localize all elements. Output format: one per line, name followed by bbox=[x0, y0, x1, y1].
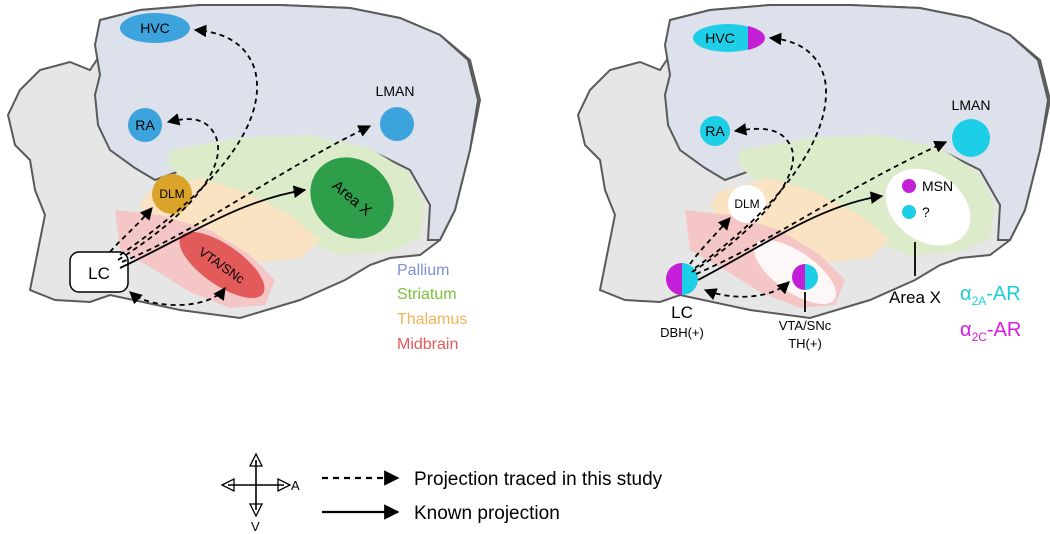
left-proj-lc-areax bbox=[119, 185, 307, 269]
right-lc-sub-label: DBH(+) bbox=[660, 325, 704, 340]
left-lc-label: LC bbox=[88, 264, 110, 283]
left-hvc-node bbox=[120, 13, 190, 43]
solid-key-label: Known projection bbox=[414, 503, 560, 524]
legend-striatum: Striatum bbox=[397, 286, 457, 303]
legend-thalamus: Thalamus bbox=[397, 311, 467, 328]
right-hvc-label: HVC bbox=[705, 30, 735, 46]
right-hvc-node bbox=[693, 24, 765, 52]
left-lman-label: LMAN bbox=[376, 83, 415, 99]
orientation-compass: A V bbox=[220, 452, 300, 534]
receptor-legend: α2A-AR α2C-AR bbox=[960, 283, 1021, 344]
right-ra-node bbox=[700, 116, 730, 146]
left-proj-lc-ra bbox=[117, 113, 220, 261]
left-hvc-label: HVC bbox=[140, 20, 170, 36]
right-vta-label: VTA/SNc bbox=[779, 318, 832, 333]
right-dlm-label: DLM bbox=[734, 197, 759, 211]
alpha2a-label: α2A-AR bbox=[960, 283, 1021, 308]
left-ra-label: RA bbox=[135, 117, 155, 133]
right-lman-node bbox=[952, 119, 990, 157]
right-vta-sub-label: TH(+) bbox=[788, 336, 822, 351]
left-dlm-node bbox=[152, 174, 192, 214]
right-brain-diagram: HVC RA LMAN DLM MSN ? Area X LC DBH(+) V… bbox=[576, 4, 1050, 351]
left-brain-diagram: HVC RA LMAN DLM Area X VTA/SNc LC Palliu… bbox=[6, 4, 482, 353]
left-vta-node bbox=[179, 231, 265, 299]
left-dlm-label: DLM bbox=[159, 187, 184, 201]
right-lc-node bbox=[666, 263, 698, 295]
projection-key: Projection traced in this study Known pr… bbox=[322, 469, 663, 524]
right-msn-dot bbox=[902, 179, 916, 193]
right-msn-label: MSN bbox=[922, 178, 953, 194]
dashed-key-label: Projection traced in this study bbox=[414, 469, 663, 490]
right-proj-lc-hvc bbox=[694, 32, 827, 269]
right-proj-lc-areax bbox=[697, 191, 884, 281]
right-lc-label: LC bbox=[671, 303, 693, 322]
legend-midbrain: Midbrain bbox=[397, 336, 458, 353]
right-proj-lc-lman bbox=[695, 140, 948, 275]
left-lc-node bbox=[69, 251, 129, 293]
left-area-x-node bbox=[310, 157, 394, 239]
right-proj-lc-dlm bbox=[689, 217, 731, 265]
alpha2c-label: α2C-AR bbox=[960, 319, 1021, 344]
legend-pallium: Pallium bbox=[397, 262, 449, 279]
left-lman-node bbox=[380, 107, 414, 141]
right-pallium-region bbox=[663, 4, 1050, 241]
left-proj-vta-lc bbox=[129, 286, 226, 306]
right-unknown-label: ? bbox=[922, 204, 930, 220]
right-vta-node bbox=[792, 264, 818, 290]
compass-anterior-label: A bbox=[291, 478, 300, 493]
right-lman-label: LMAN bbox=[952, 97, 991, 113]
left-ra-node bbox=[128, 108, 162, 142]
right-ra-label: RA bbox=[705, 123, 725, 139]
right-area-x-label: Area X bbox=[889, 288, 941, 307]
right-dlm-node bbox=[728, 185, 766, 223]
right-unknown-dot bbox=[902, 205, 916, 219]
left-proj-lc-dlm bbox=[109, 207, 153, 253]
left-pallium-region bbox=[93, 4, 480, 241]
compass-ventral-label: V bbox=[251, 519, 260, 534]
